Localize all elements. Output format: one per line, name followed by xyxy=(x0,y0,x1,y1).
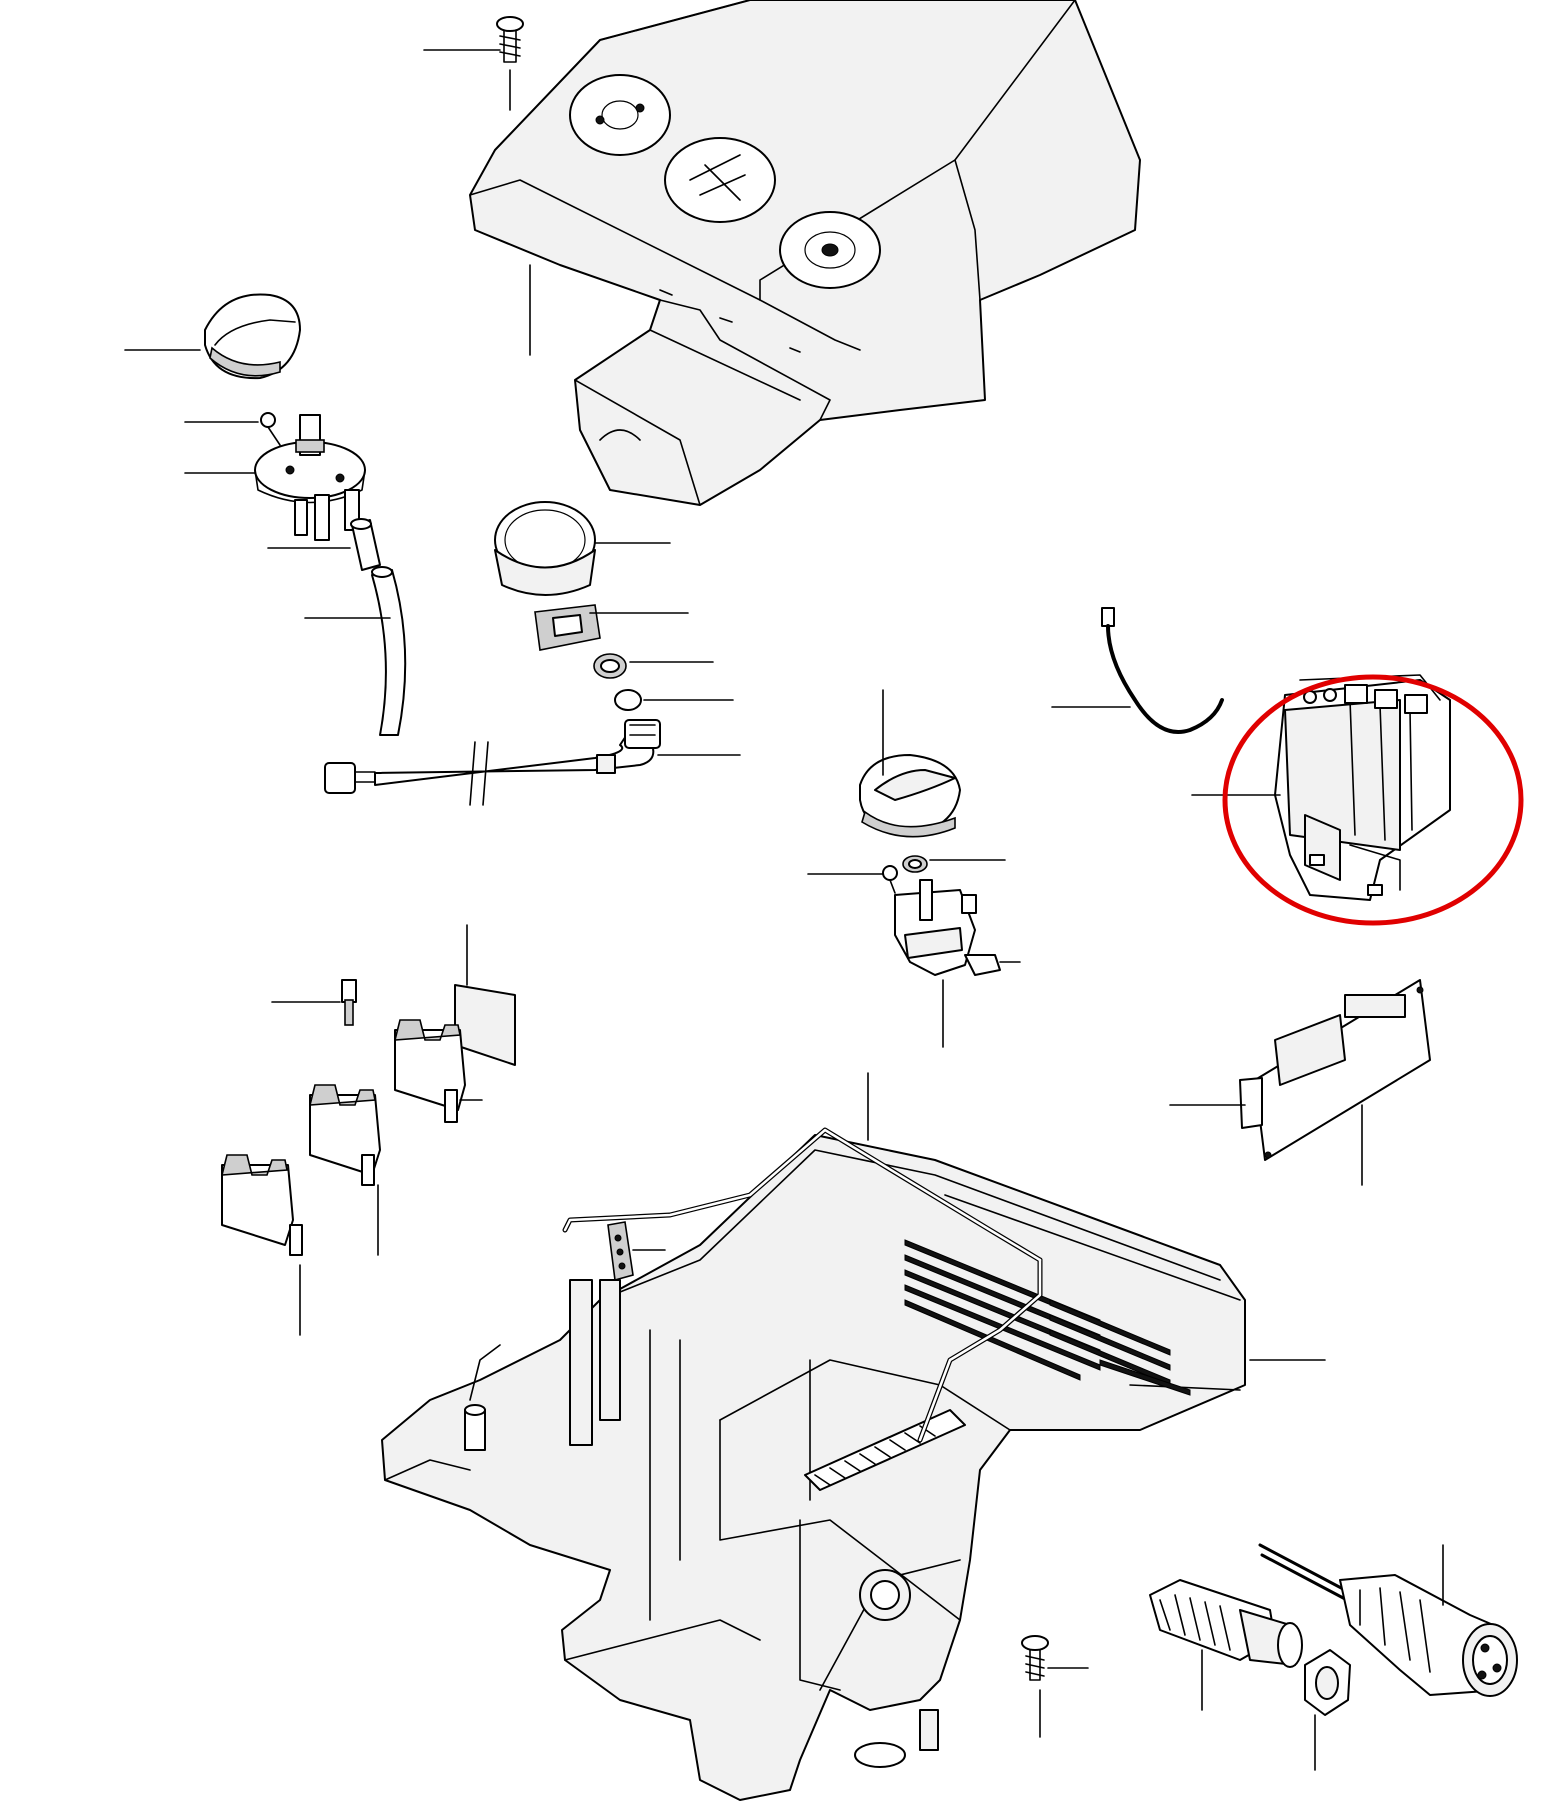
end-plate[interactable] xyxy=(454,984,516,1066)
top-cover[interactable] xyxy=(469,0,1141,506)
circuit-board[interactable] xyxy=(1239,979,1431,1161)
steam-valve[interactable] xyxy=(254,414,366,541)
base-screw[interactable] xyxy=(1021,1635,1049,1681)
pipe-nut[interactable] xyxy=(624,719,661,749)
o-ring-small[interactable] xyxy=(614,689,642,711)
selector-knob[interactable] xyxy=(859,754,961,838)
wire-connector[interactable] xyxy=(607,1221,634,1282)
valve-sleeve[interactable] xyxy=(350,518,381,571)
steam-knob[interactable] xyxy=(204,293,301,380)
jumper-clip[interactable] xyxy=(341,979,357,1026)
switch-screw[interactable] xyxy=(882,865,898,894)
pressure-gauge[interactable] xyxy=(494,501,596,596)
switch-washer[interactable] xyxy=(902,855,928,873)
power-plug[interactable] xyxy=(1258,1543,1518,1697)
o-ring-large[interactable] xyxy=(593,653,627,679)
wire-lead[interactable] xyxy=(1101,607,1224,734)
cable-gland[interactable] xyxy=(1149,1579,1303,1668)
vent-grille xyxy=(904,1239,1191,1396)
top-screw[interactable] xyxy=(423,16,524,111)
relay-contactor[interactable] xyxy=(1274,674,1451,901)
highlight-circle xyxy=(1222,674,1524,926)
terminal-block-1[interactable] xyxy=(393,1019,466,1123)
base-chassis[interactable] xyxy=(381,1134,1246,1801)
gauge-gasket[interactable] xyxy=(534,604,601,651)
selector-switch[interactable] xyxy=(894,879,1021,976)
lock-nut[interactable] xyxy=(1304,1649,1351,1716)
valve-screw[interactable] xyxy=(260,412,281,446)
steam-hose[interactable] xyxy=(371,566,407,736)
terminal-block-3[interactable] xyxy=(220,1154,303,1256)
steam-pipe[interactable] xyxy=(324,729,655,806)
terminal-block-2[interactable] xyxy=(308,1084,381,1186)
drain-tube[interactable] xyxy=(562,1127,1043,1443)
